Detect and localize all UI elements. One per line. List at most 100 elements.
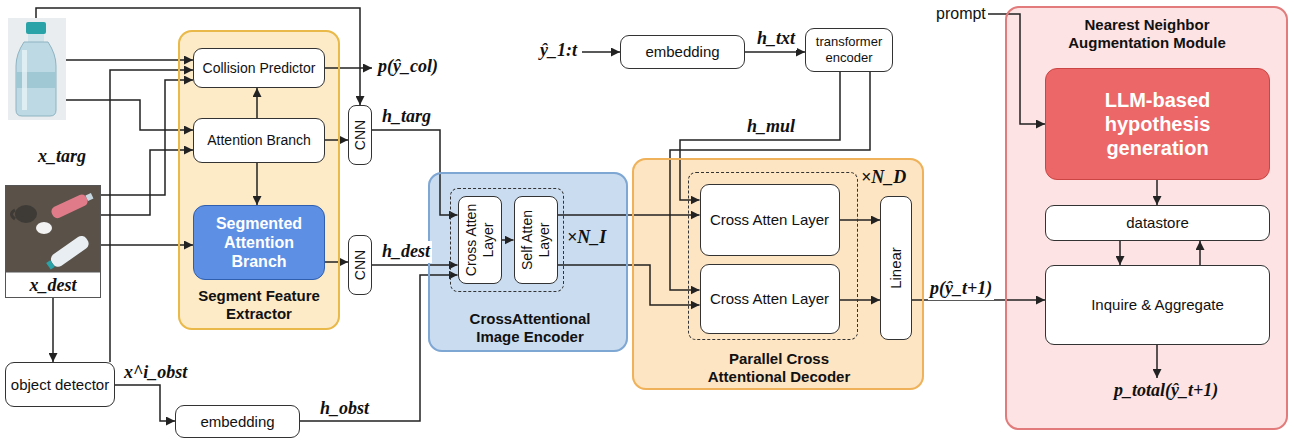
- label-slot: prompt: [934, 4, 988, 23]
- connector: [325, 261, 348, 263]
- module-group: Collision PredictorAttention BranchSegme…: [178, 30, 340, 330]
- group-fill: [428, 172, 628, 352]
- math-label: x_dest: [6, 275, 100, 297]
- group-title: CrossAttentional Image Encoder: [455, 310, 605, 346]
- group-title: Nearest Neighbor Augmentation Module: [1057, 16, 1237, 52]
- label-slot: p_total(ŷ_t+1): [1112, 380, 1220, 402]
- process-box: object detector: [5, 362, 115, 407]
- connector: [66, 100, 193, 130]
- node-text: CNN: [352, 239, 369, 291]
- edge-label-slot: h_mul: [745, 116, 797, 138]
- connector: [840, 219, 881, 221]
- repeat-block: Cross Atten LayerSelf Atten Layer×N_I: [450, 188, 564, 292]
- process-box: Collision Predictor: [193, 48, 325, 88]
- connector: [300, 275, 458, 421]
- process-box: embedding: [175, 405, 300, 438]
- node-text: object detector: [11, 376, 109, 394]
- connector: [558, 265, 700, 305]
- image-panel: x_dest: [5, 185, 101, 298]
- node-text: datastore: [1126, 214, 1189, 232]
- signal-label: h_obst: [318, 398, 371, 420]
- node-text: CNN: [352, 109, 369, 161]
- input-label: prompt: [934, 4, 988, 23]
- layer-box: Cross Atten Layer: [458, 196, 502, 284]
- edge-label-slot: p(ŷ_t+1): [928, 278, 994, 300]
- target-image: [8, 18, 66, 120]
- signal-label: h_dest: [380, 241, 432, 263]
- node-text: LLM-based hypothesis generation: [1078, 88, 1238, 160]
- image-panel: x_targ: [8, 18, 66, 120]
- layer-box: Linear: [880, 196, 912, 340]
- connector: [680, 72, 840, 200]
- node-text: Collision Predictor: [203, 60, 316, 77]
- repeat-block: Cross Atten LayerCross Atten Layer×N_D: [688, 172, 858, 340]
- node-text: Cross Atten Layer: [710, 290, 829, 308]
- edge-label-slot: h_targ: [380, 106, 433, 128]
- group-fill: [1005, 6, 1288, 430]
- output-arrows: [325, 14, 1157, 378]
- connector: [115, 385, 175, 421]
- connector: [502, 239, 514, 241]
- signal-label: h_txt: [755, 28, 797, 50]
- label-slot: ŷ_1:t: [538, 40, 579, 62]
- connector: [66, 59, 193, 61]
- store-box: datastore: [1045, 205, 1270, 241]
- math-label: ×N_I: [567, 227, 617, 249]
- connector: [558, 214, 700, 216]
- edge-label-slot: h_obst: [318, 398, 371, 420]
- connector: [372, 264, 458, 266]
- connector: [840, 299, 881, 301]
- edge-label-slot: h_dest: [380, 241, 432, 263]
- node-text: Inquire & Aggregate: [1091, 296, 1224, 314]
- node-text: Segmented Attention Branch: [204, 214, 314, 272]
- connector: [110, 70, 193, 362]
- signal-label: h_targ: [380, 106, 433, 128]
- node-text: embedding: [645, 43, 719, 61]
- signal-label: p(ŷ_t+1): [928, 278, 994, 300]
- layer-box: Self Atten Layer: [514, 196, 558, 284]
- edge-label-slot: h_txt: [755, 28, 797, 50]
- process-box: Inquire & Aggregate: [1045, 265, 1270, 345]
- connector: [1156, 180, 1158, 205]
- process-box: transformer encoder: [805, 28, 893, 72]
- connector: [325, 139, 348, 141]
- group-fill: [632, 158, 924, 390]
- process-box: embedding: [620, 35, 745, 69]
- node-text: Self Atten Layer: [519, 200, 553, 280]
- scene-image: [5, 185, 101, 272]
- connector: [745, 51, 805, 53]
- node-text: Attention Branch: [207, 132, 311, 149]
- group-title: Parallel Cross Attentional Decoder: [694, 350, 864, 386]
- node-text: Cross Atten Layer: [463, 200, 497, 280]
- node-text: transformer encoder: [810, 34, 888, 65]
- signal-label: p_total(ŷ_t+1): [1112, 380, 1220, 402]
- cnn-box: CNN: [348, 235, 372, 295]
- layer-box: Cross Atten Layer: [700, 264, 840, 334]
- layer-box: Cross Atten Layer: [700, 184, 840, 256]
- group-fill: [178, 30, 340, 330]
- node-text: embedding: [200, 413, 274, 431]
- llm-box: LLM-based hypothesis generation: [1045, 68, 1270, 180]
- connector: [1119, 241, 1121, 265]
- connector: [52, 298, 54, 362]
- process-box: Attention Branch: [193, 118, 325, 163]
- math-label: x_targ: [38, 146, 108, 168]
- cnn-box: CNN: [348, 105, 372, 165]
- node-text: Linear: [887, 200, 905, 336]
- math-label: ×N_D: [861, 167, 911, 189]
- module-group: Cross Atten Layer Self Atten Layer ×N_I Cro…: [428, 172, 628, 352]
- node-text: Cross Atten Layer: [710, 211, 829, 229]
- connector: [256, 163, 258, 205]
- connector: [670, 72, 870, 290]
- process-box: Segmented Attention Branch: [193, 205, 325, 280]
- connector: [1199, 241, 1201, 265]
- module-group: Cross Atten LayerCross Atten Layer×N_DLi…: [632, 158, 924, 390]
- edge-label-slot: x^i_obst: [122, 362, 189, 384]
- signal-label: h_mul: [745, 116, 797, 138]
- signal-label: ŷ_1:t: [538, 40, 579, 62]
- signal-label: x^i_obst: [122, 362, 189, 384]
- connector: [256, 88, 258, 118]
- module-group: LLM-based hypothesis generation datastore…: [1005, 6, 1288, 430]
